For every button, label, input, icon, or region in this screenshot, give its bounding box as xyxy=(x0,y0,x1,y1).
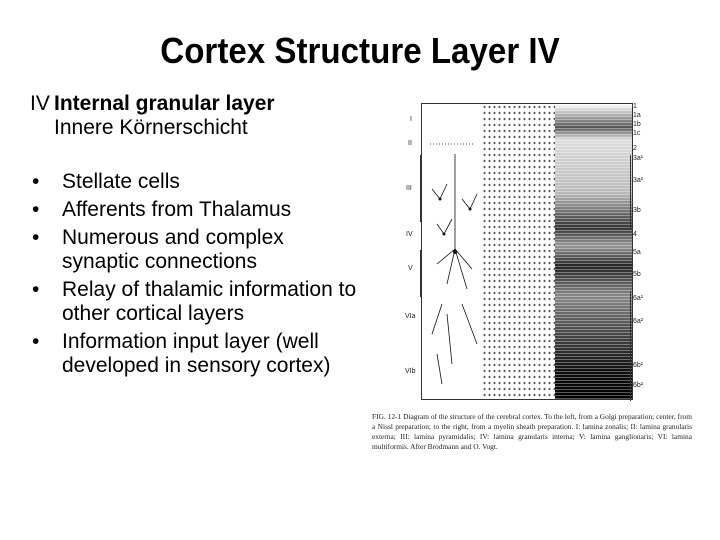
bullet-item: •Information input layer (well developed… xyxy=(32,330,331,377)
layer-label: VIb xyxy=(405,368,416,375)
sublayer-label: 6b² xyxy=(633,382,644,389)
sublayer-label: 4 xyxy=(633,231,637,238)
bullet-icon: • xyxy=(32,198,40,221)
sublayer-label: 6a¹ xyxy=(633,295,644,302)
bullet-icon: • xyxy=(32,170,40,193)
layer-roman-numeral: IV xyxy=(30,92,50,115)
bracket xyxy=(420,155,421,222)
bullet-item: •Stellate cells xyxy=(32,170,180,193)
sublayer-label: 5a xyxy=(633,249,641,256)
golgi-neurons-illustration xyxy=(430,143,478,385)
sublayer-label: 6a² xyxy=(633,318,644,325)
sublayer-label: 3a² xyxy=(633,177,644,184)
sublayer-label: 1a xyxy=(633,112,641,119)
layer-label: V xyxy=(408,265,413,272)
sublayer-label: 6b¹ xyxy=(633,362,644,369)
bullet-icon: • xyxy=(32,226,40,249)
layer-label: I xyxy=(410,116,412,123)
bullet-icon: • xyxy=(32,278,40,301)
diagram-panel xyxy=(421,103,633,400)
layer-label: II xyxy=(408,140,412,147)
bracket xyxy=(420,250,421,297)
sublayer-label: 2 xyxy=(633,145,637,152)
bullet-icon: • xyxy=(32,330,40,353)
bracket xyxy=(630,155,631,228)
sublayer-label: 3a¹ xyxy=(633,155,644,162)
myelin-column xyxy=(555,104,632,399)
bullet-item: •Afferents from Thalamus xyxy=(32,198,292,221)
text-column: IV Internal granular layer Innere Körner… xyxy=(30,92,360,382)
nissl-column xyxy=(482,104,555,399)
slide-title: Cortex Structure Layer IV xyxy=(160,30,560,71)
sublayer-label: 5b xyxy=(633,271,641,278)
sublayer-label: 1c xyxy=(633,130,641,137)
layer-name-english: Internal granular layer xyxy=(54,92,275,115)
layer-label: III xyxy=(406,185,412,192)
bracket xyxy=(630,291,631,401)
sublayer-label: 1b xyxy=(633,121,641,128)
bullet-item: •Numerous and complex synaptic connectio… xyxy=(32,226,284,273)
layer-name-german: Innere Körnerschicht xyxy=(54,116,248,139)
layer-label: VIa xyxy=(405,313,416,320)
bullet-item: •Relay of thalamic information to other … xyxy=(32,278,357,325)
layer-heading: IV Internal granular layer xyxy=(30,92,360,116)
sublayer-label: 1 xyxy=(633,103,637,110)
bullet-list: •Stellate cells •Afferents from Thalamus… xyxy=(30,170,360,378)
figure-caption: FIG. 12-1 Diagram of the structure of th… xyxy=(372,412,692,451)
layer-label: IV xyxy=(406,231,413,238)
sublayer-label: 3b xyxy=(633,207,641,214)
cortex-diagram: I II III IV V VIa VIb 1 1a 1b 1c 2 3a¹ 3… xyxy=(370,95,715,405)
